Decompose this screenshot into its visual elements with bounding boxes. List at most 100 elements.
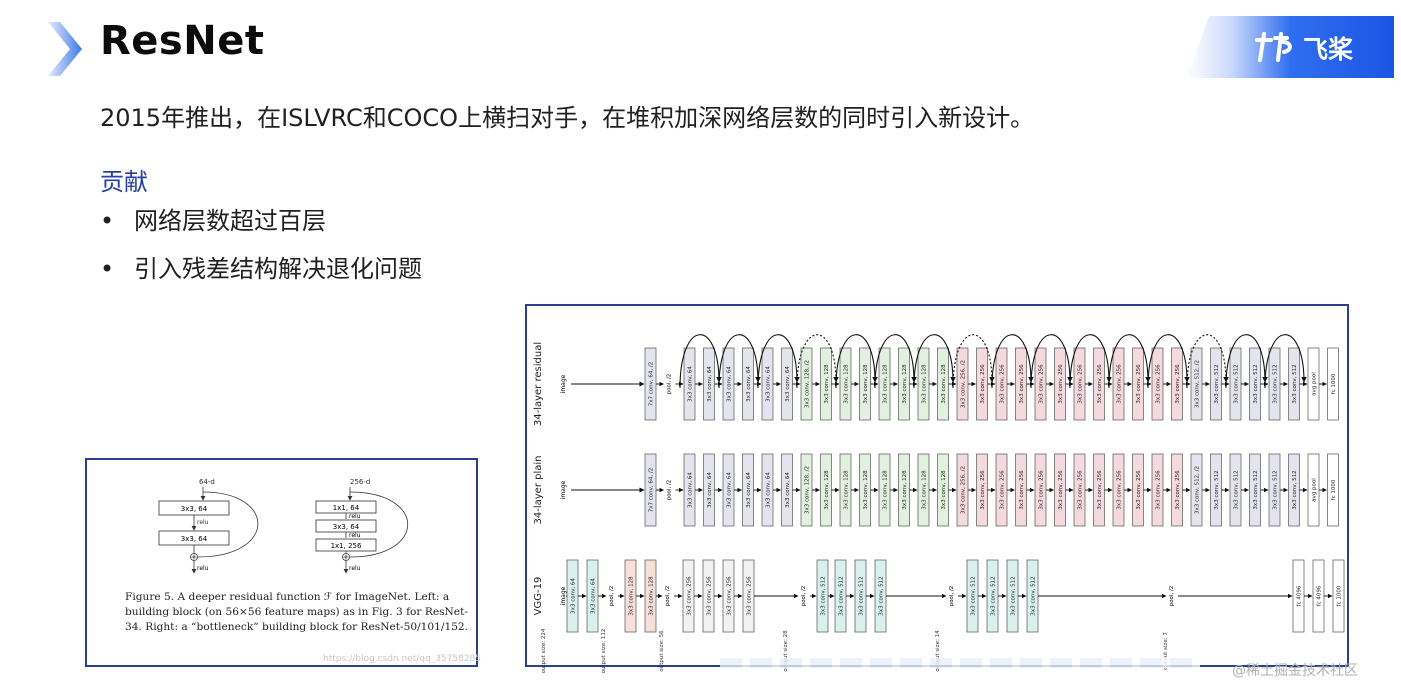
- layer-label: 3x3 conv, 256: [1078, 470, 1084, 510]
- skip-connection-arrow: [913, 334, 956, 389]
- layer-label: 3x3 conv, 512: [1273, 364, 1279, 403]
- basic-block-diagram: 64-d 3x3, 64 relu 3x3, 64 relu: [158, 478, 259, 574]
- layer-label: 3x3 conv, 256: [1175, 470, 1181, 510]
- layer-label: 3x3 conv, 512: [1234, 364, 1240, 403]
- contribution-heading: 贡献: [100, 168, 148, 196]
- layer-label: 3x3 conv, 256: [1000, 470, 1006, 510]
- output-size-label: output size: 112: [601, 629, 607, 674]
- layer-label: 3x3 conv, 128, /2: [805, 360, 811, 408]
- row-label: VGG-19: [533, 577, 544, 616]
- layer-label: pool, /2: [801, 586, 807, 607]
- layer-label: pool, /2: [667, 480, 673, 501]
- layer-label: 3x3 conv, 128: [941, 364, 947, 404]
- layer-label: 3x3 conv, 256: [1058, 470, 1064, 510]
- output-size-label: output size: 28: [783, 630, 789, 672]
- layer-label: avg pool: [1312, 478, 1318, 502]
- input-label: image: [560, 586, 567, 605]
- figure5-watermark: https://blog.csdn.net/qq_35758285: [323, 654, 482, 664]
- layer-label: 3x3 conv, 512, /2: [1195, 466, 1201, 514]
- layer-label: 3x3 conv, 256: [1019, 364, 1025, 404]
- layer-label: 3x3 conv, 512: [1253, 470, 1259, 509]
- contribution-list: • 网络层数超过百层 • 引入残差结构解决退化问题: [100, 204, 422, 300]
- act-label: relu: [197, 565, 209, 572]
- shortcut-arrow: [349, 491, 408, 558]
- row-label: 34-layer plain: [533, 456, 544, 525]
- layer-label: 3x3 conv, 512: [1234, 470, 1240, 509]
- skip-connection-arrow: [1264, 334, 1307, 389]
- layer-label: 3x3 conv, 256: [1156, 470, 1162, 510]
- layer-label: 3x3 conv, 64: [727, 472, 733, 508]
- layer-label: 3x3 conv, 256: [1039, 364, 1045, 404]
- layer-label: 3x3 conv, 128: [844, 364, 850, 404]
- skip-connection-arrow: [1225, 334, 1268, 389]
- skip-connection-arrow: [874, 334, 917, 389]
- act-label: relu: [349, 565, 361, 572]
- layer-label: 3x3 conv, 64: [766, 472, 772, 508]
- layer-label: 3x3 conv, 64: [746, 472, 752, 508]
- layer-label: 3x3 conv, 256: [707, 576, 713, 616]
- bullet-icon: •: [100, 207, 115, 235]
- layer-label: 3x3 conv, 512: [1292, 470, 1298, 509]
- skip-connection-arrow: [952, 334, 995, 389]
- layer-box-label: 1x1, 256: [331, 542, 362, 550]
- figure5-caption: Figure 5. A deeper residual function ℱ f…: [125, 591, 469, 633]
- layer-label: pool, /2: [609, 586, 615, 607]
- input-label: image: [560, 374, 567, 393]
- skip-connection-arrow: [991, 334, 1034, 389]
- layer-label: 3x3 conv, 128: [883, 364, 889, 404]
- layer-label: 3x3 conv, 256: [1136, 364, 1142, 404]
- layer-label: 3x3 conv, 512: [1011, 576, 1017, 615]
- act-label: relu: [349, 513, 361, 520]
- skip-connection-arrow: [1030, 334, 1073, 389]
- layer-label: 3x3 conv, 512, /2: [1195, 360, 1201, 408]
- layer-label: fc 1000: [1331, 479, 1337, 500]
- layer-box: [1332, 559, 1345, 633]
- layer-label: 3x3 conv, 64: [688, 366, 694, 402]
- layer-box: [1327, 453, 1339, 527]
- layer-label: 3x3 conv, 512: [1031, 576, 1037, 615]
- skip-connection-arrow: [1069, 334, 1112, 389]
- row-label: 34-layer residual: [533, 342, 544, 426]
- layer-label: 3x3 conv, 128, /2: [805, 466, 811, 514]
- bottleneck-block-diagram: 256-d 1x1, 64 relu 3x3, 64 relu 1x1, 256…: [315, 478, 408, 574]
- layer-label: 3x3 conv, 256: [1097, 364, 1103, 404]
- layer-label: 3x3 conv, 128: [922, 364, 928, 404]
- intro-text: 2015年推出，在ISLVRC和COCO上横扫对手，在堆积加深网络层数的同时引入…: [100, 104, 1035, 132]
- output-size-label: output size: 14: [935, 630, 941, 672]
- layer-box-label: 3x3, 64: [181, 535, 208, 543]
- layer-label: 3x3 conv, 256: [747, 576, 753, 616]
- paddlepaddle-logo: 飞桨: [1187, 16, 1394, 78]
- layer-label: 3x3 conv, 128: [902, 364, 908, 404]
- layer-label: 3x3 conv, 128: [649, 576, 655, 616]
- layer-label: 3x3 conv, 64: [707, 472, 713, 508]
- logo-text: 飞桨: [1303, 35, 1354, 64]
- layer-label: fc 1000: [1331, 373, 1337, 394]
- skip-connection-arrow: [1147, 334, 1190, 389]
- footer-watermark: @稀土掘金技术社区: [1232, 663, 1358, 679]
- layer-label: avg pool: [1312, 372, 1318, 396]
- skip-connection-arrow: [1186, 334, 1229, 389]
- bullet-icon: •: [100, 255, 115, 283]
- layer-label: 3x3 conv, 128: [863, 364, 869, 404]
- layer-label: 3x3 conv, 512: [879, 576, 885, 615]
- list-item-text: 网络层数超过百层: [134, 207, 326, 235]
- layer-label: 3x3 conv, 256, /2: [961, 360, 967, 408]
- layer-label: 3x3 conv, 64: [688, 472, 694, 508]
- layer-label: 3x3 conv, 64: [785, 472, 791, 508]
- layer-label: 3x3 conv, 64: [766, 366, 772, 402]
- title-chevron-icon: [48, 22, 82, 76]
- block-input-label: 64-d: [199, 478, 215, 486]
- output-size-label: output size: 7: [1163, 632, 1169, 670]
- skip-connection-arrow: [757, 334, 800, 389]
- layer-label: 3x3 conv, 256: [1039, 470, 1045, 510]
- layer-label: 3x3 conv, 256: [980, 364, 986, 404]
- act-label: relu: [197, 519, 209, 526]
- layer-label: 3x3 conv, 256: [1175, 364, 1181, 404]
- blurred-strip: [720, 658, 1200, 668]
- list-item-text: 引入残差结构解决退化问题: [134, 255, 422, 283]
- skip-connection-arrow: [1108, 334, 1151, 389]
- layer-label: 3x3 conv, 512: [859, 576, 865, 615]
- layer-label: 3x3 conv, 512: [1292, 364, 1298, 403]
- layer-label: pool, /2: [949, 586, 955, 607]
